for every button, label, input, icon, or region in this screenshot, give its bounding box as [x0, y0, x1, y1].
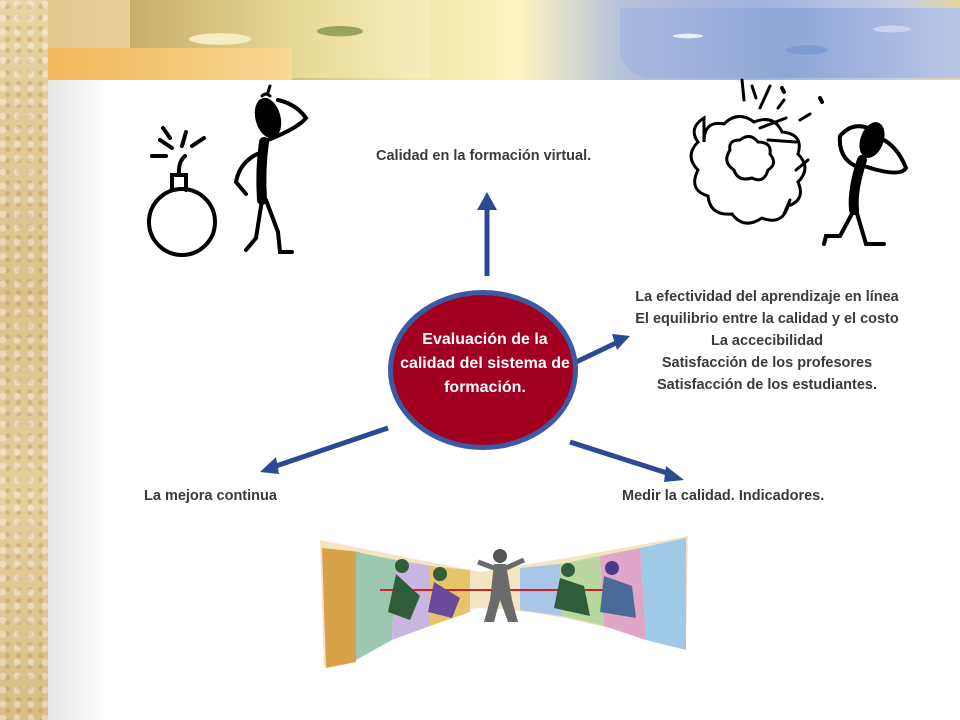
banner-blue-texture	[620, 8, 960, 78]
arrow-left-down-head	[260, 457, 279, 474]
center-line: Evaluación de la	[422, 331, 548, 348]
banner-orange-strip	[32, 48, 292, 80]
right-list-item: La accecibilidad	[710, 333, 824, 349]
arrow-left-down	[275, 425, 389, 469]
frustrated-stick-figure-icon	[822, 122, 909, 246]
arrow-up-head	[477, 192, 497, 210]
arrow-right-down-head	[664, 466, 684, 482]
center-line: formación.	[444, 379, 526, 396]
left-shadow	[48, 80, 108, 720]
confused-stick-figure-icon	[233, 84, 309, 254]
arrow-right	[572, 340, 618, 366]
bomb-icon	[147, 126, 217, 257]
center-node-text: Evaluación de la calidad del sistema de …	[380, 328, 590, 400]
right-list-item: Satisfacción de los profesores	[661, 355, 873, 371]
center-line: calidad del sistema de	[400, 355, 570, 372]
right-list-item: La efectividad del aprendizaje en línea	[635, 289, 899, 305]
explosion-cloud-icon	[689, 78, 824, 225]
right-list-item: El equilibrio entre la calidad y el cost…	[635, 311, 899, 327]
tug-of-war-image	[320, 536, 688, 668]
left-parchment-strip	[0, 0, 48, 720]
arrow-right-down	[569, 439, 671, 477]
right-list-item: Satisfacción de los estudiantes.	[657, 377, 877, 393]
center-node	[388, 290, 578, 450]
top-label: Calidad en la formación virtual.	[376, 148, 592, 164]
right-list: La efectividad del aprendizaje en línea …	[612, 286, 922, 396]
left-label: La mejora continua	[144, 488, 277, 504]
bottom-right-label: Medir la calidad. Indicadores.	[622, 488, 825, 504]
arrow-right-head	[612, 334, 630, 350]
